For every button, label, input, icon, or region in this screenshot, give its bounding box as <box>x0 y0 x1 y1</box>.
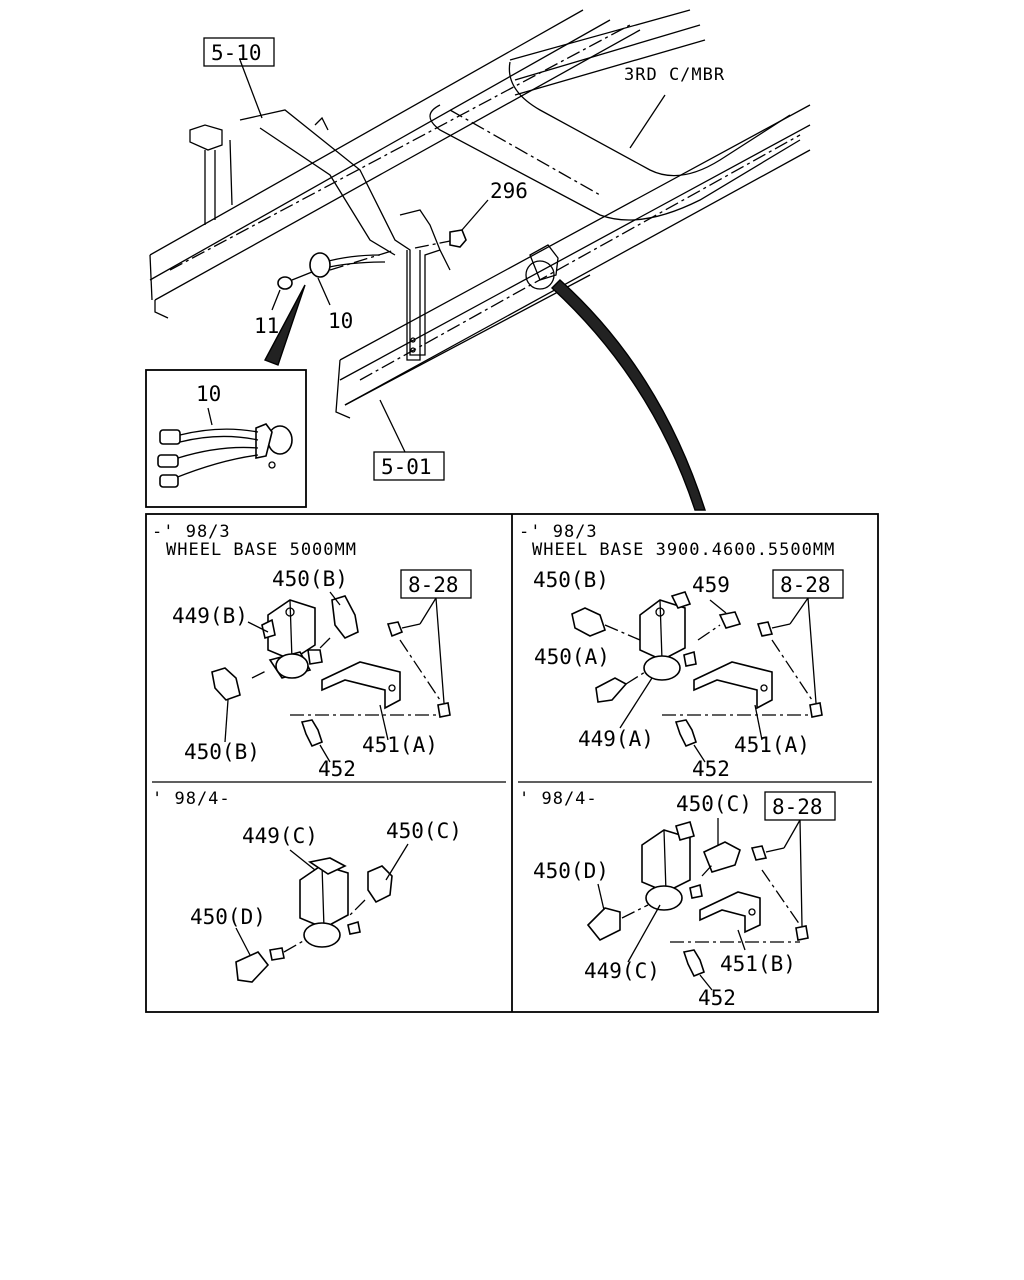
panel-bottom-left: ' 98/4- 449(C) 450(C) 450(D) <box>152 789 462 983</box>
tl-label-452: 452 <box>318 757 356 781</box>
panel-top-left: -' 98/3 WHEEL BASE 5000MM 8-28 450(B) 44… <box>152 522 472 781</box>
br-label-449c: 449(C) <box>584 959 660 983</box>
tl-label-450b-bottom: 450(B) <box>184 740 260 764</box>
frame-assembly <box>149 9 811 511</box>
br-ref-8-28: 8-28 <box>772 795 823 819</box>
label-3rd-cmbr: 3RD C/MBR <box>624 65 725 85</box>
tr-label-450a: 450(A) <box>534 645 610 669</box>
inset-part-10: 10 <box>196 382 221 406</box>
panel-bottom-right: ' 98/4- 8-28 450(C) 450(D) 449(C) 451(B)… <box>519 789 836 1010</box>
tl-label-451a: 451(A) <box>362 733 438 757</box>
ref-5-10: 5-10 <box>211 41 262 65</box>
br-label-450d: 450(D) <box>533 859 609 883</box>
tl-period: -' 98/3 <box>152 522 231 542</box>
ref-5-01: 5-01 <box>381 455 432 479</box>
ref-5-01-box <box>373 451 445 481</box>
br-label-451b: 451(B) <box>720 952 796 976</box>
part-10: 10 <box>328 309 353 333</box>
br-period: ' 98/4- <box>519 789 598 809</box>
frame-labels: 5-10 3RD C/MBR 296 11 10 5-01 <box>203 37 725 481</box>
ref-5-10-box <box>203 37 275 67</box>
bl-label-449c: 449(C) <box>242 824 318 848</box>
bl-label-450d: 450(D) <box>190 905 266 929</box>
tr-label-450b: 450(B) <box>533 568 609 592</box>
tr-label-459: 459 <box>692 573 730 597</box>
tl-ref-8-28: 8-28 <box>408 573 459 597</box>
tl-wheel-base: WHEEL BASE 5000MM <box>166 540 357 560</box>
tl-label-450b-top: 450(B) <box>272 567 348 591</box>
tr-label-449a: 449(A) <box>578 727 654 751</box>
tr-ref-8-28: 8-28 <box>780 573 831 597</box>
br-label-450c: 450(C) <box>676 792 752 816</box>
tr-label-451a: 451(A) <box>734 733 810 757</box>
inset-detail: 10 <box>145 369 307 508</box>
bl-period: ' 98/4- <box>152 789 231 809</box>
tr-period: -' 98/3 <box>519 522 598 542</box>
br-label-452: 452 <box>698 986 736 1010</box>
tr-label-452: 452 <box>692 757 730 781</box>
panel-top-right: -' 98/3 WHEEL BASE 3900.4600.5500MM 8-28… <box>519 522 844 781</box>
bl-label-450c: 450(C) <box>386 819 462 843</box>
part-296: 296 <box>490 179 528 203</box>
tr-wheel-base: WHEEL BASE 3900.4600.5500MM <box>532 540 835 560</box>
tl-label-449b: 449(B) <box>172 604 248 628</box>
panels-frame <box>145 513 879 1013</box>
part-11: 11 <box>254 314 279 338</box>
